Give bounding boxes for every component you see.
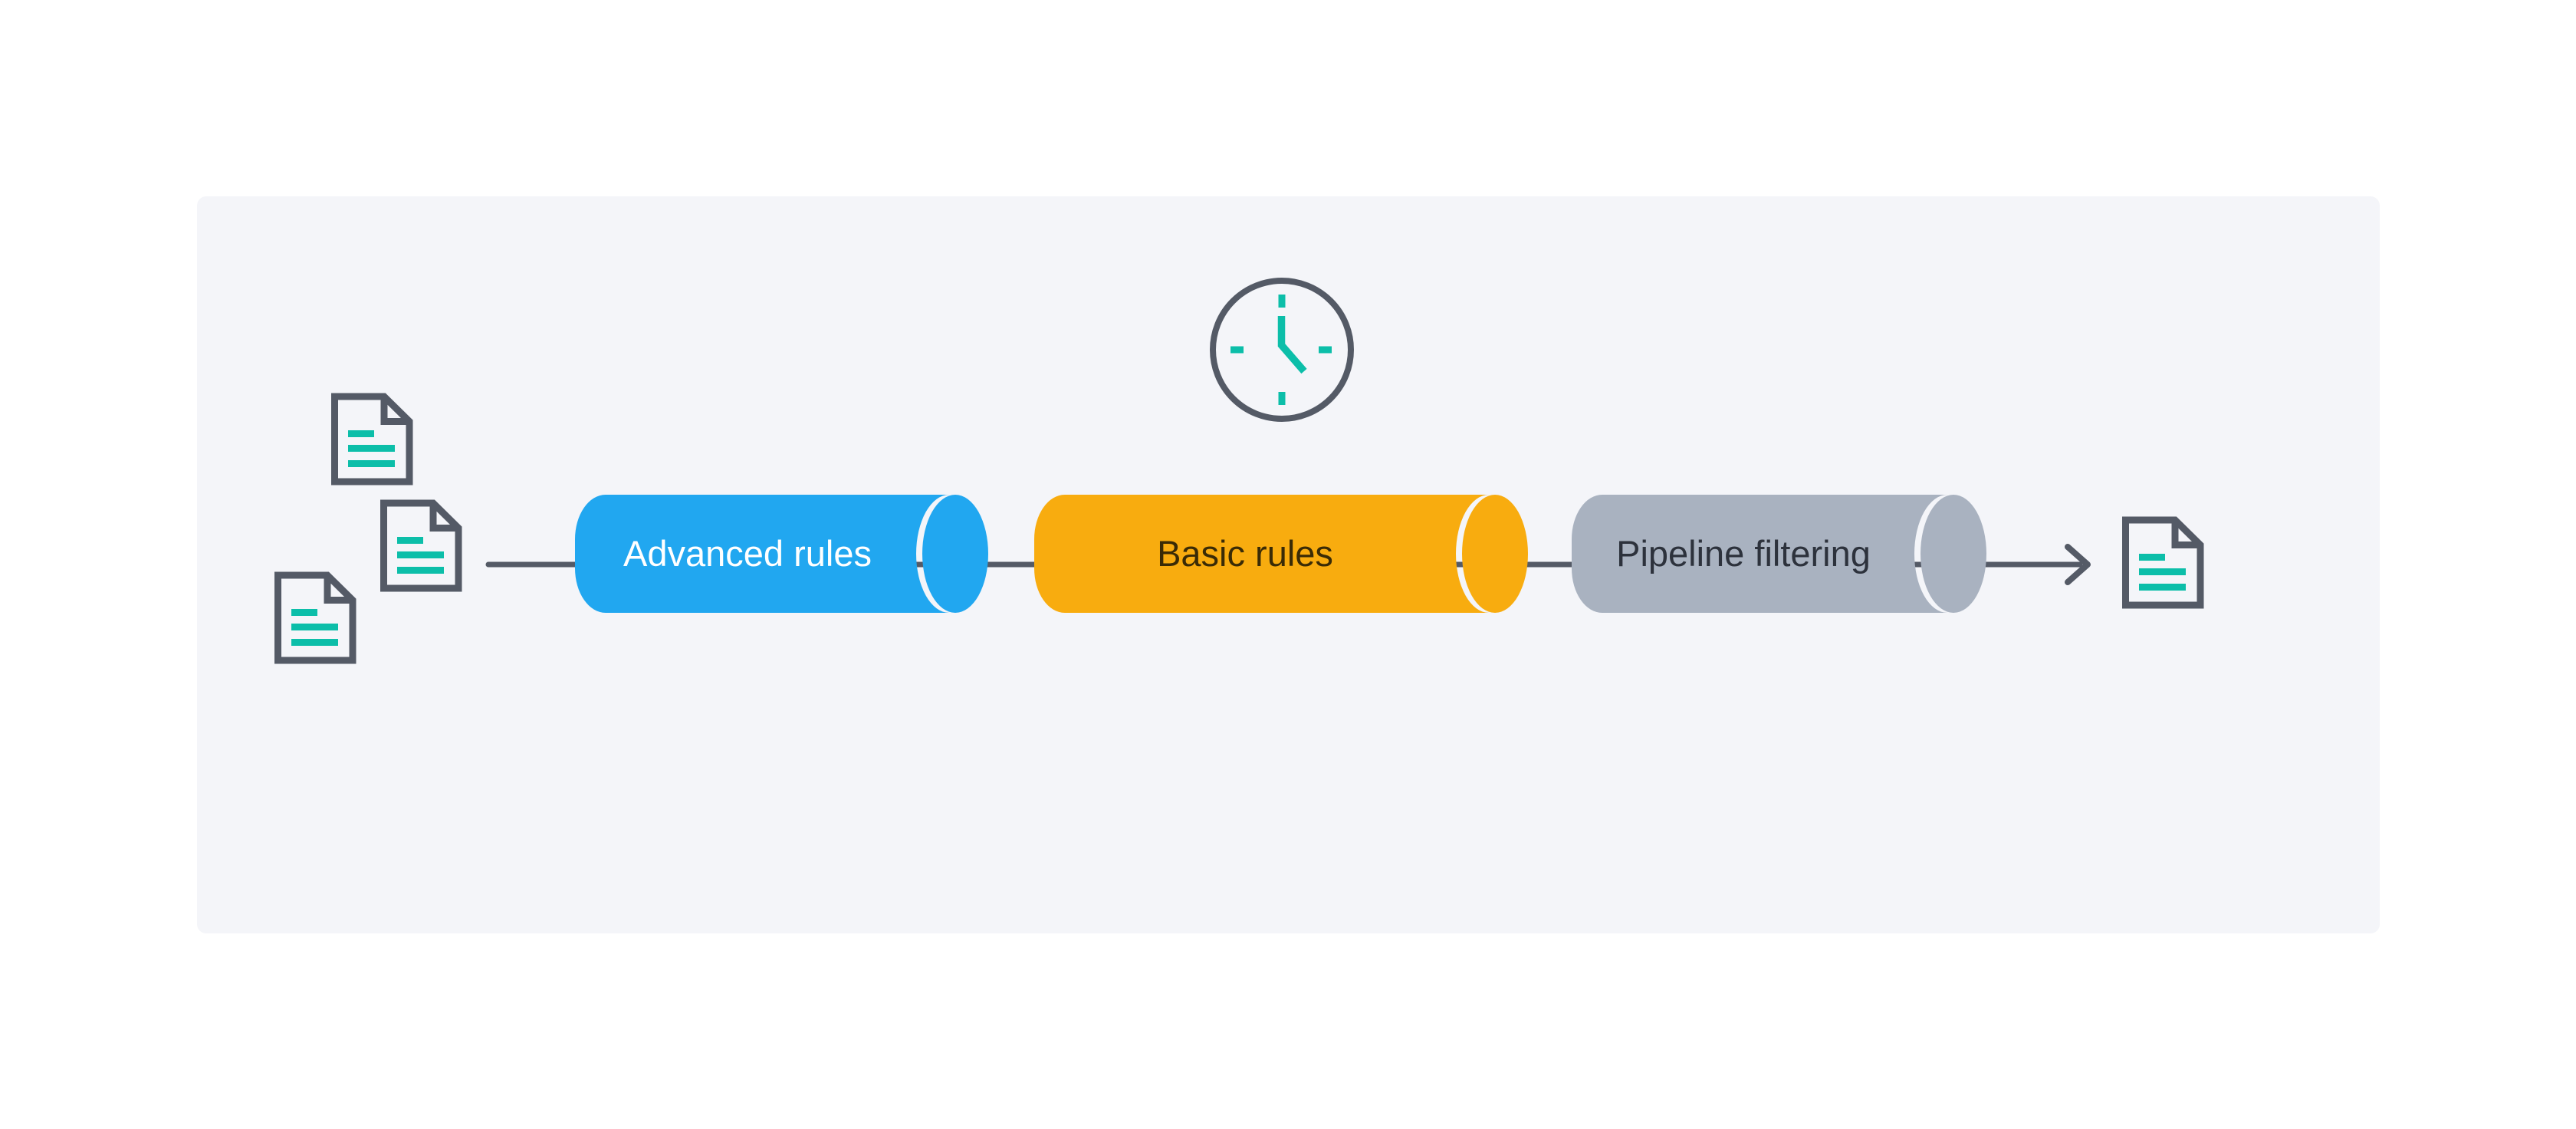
clock-tick-3 xyxy=(1319,346,1332,354)
stage-basic-rules-body xyxy=(1034,495,1489,613)
stage-advanced-rules-body xyxy=(575,495,949,613)
clock-icon xyxy=(1210,278,1354,422)
stage-basic-rules: Basic rules xyxy=(1034,495,1528,613)
stage-advanced-rules-end-cap xyxy=(922,495,988,613)
arrowhead-icon xyxy=(2065,544,2091,585)
stage-pipeline-filtering-body xyxy=(1572,495,1947,613)
stage-basic-rules-end-cap xyxy=(1462,495,1528,613)
stage-advanced-rules: Advanced rules xyxy=(575,495,988,613)
stage-pipeline-filtering-end-cap xyxy=(1921,495,1986,613)
clock-tick-12 xyxy=(1278,295,1286,308)
stage-pipeline-filtering: Pipeline filtering xyxy=(1572,495,1986,613)
clock-ring xyxy=(1210,278,1354,422)
clock-tick-9 xyxy=(1230,346,1244,354)
stage-advanced-rules-label: Advanced rules xyxy=(623,533,872,574)
stage-pipeline-filtering-label: Pipeline filtering xyxy=(1616,533,1871,574)
stage-basic-rules-label: Basic rules xyxy=(1157,533,1333,574)
clock-hands xyxy=(1277,316,1307,374)
clock-tick-6 xyxy=(1278,392,1286,405)
